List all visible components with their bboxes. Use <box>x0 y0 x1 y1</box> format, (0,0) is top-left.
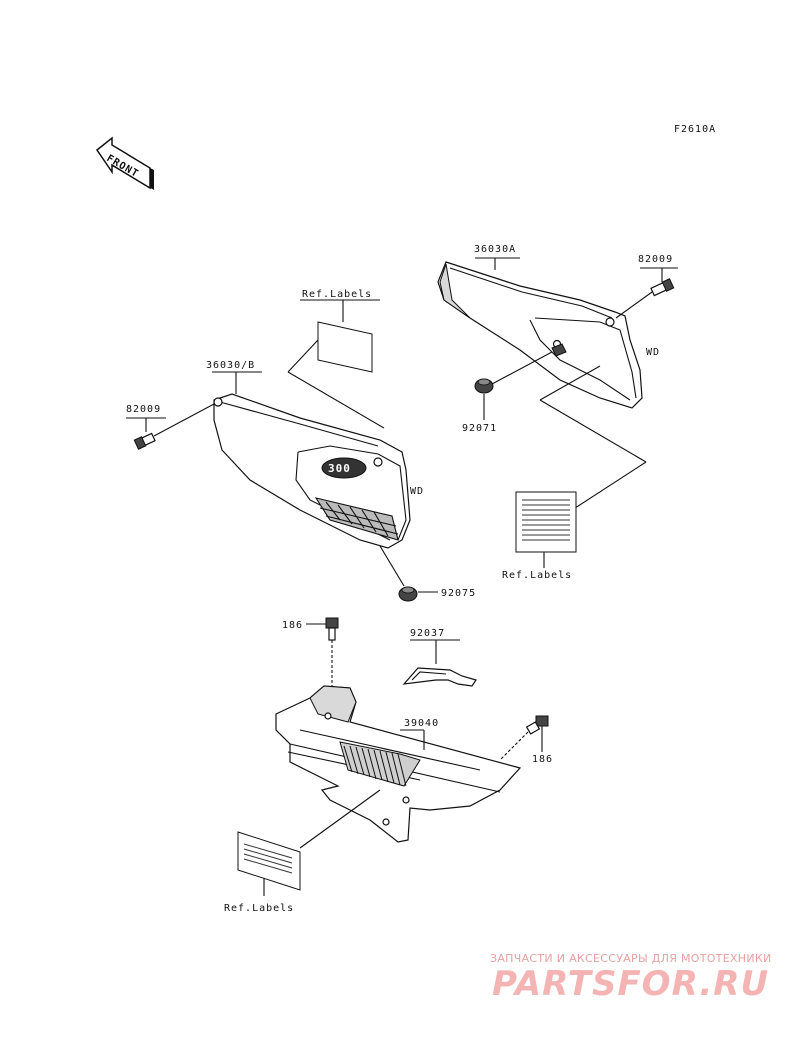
label-wd-left: WD <box>410 486 424 497</box>
label-36030B: 36030/B <box>206 360 255 371</box>
label-ref-labels-top: Ref.Labels <box>302 289 372 300</box>
bolt-186-right <box>525 715 549 735</box>
bolt-186-top <box>325 617 339 641</box>
label-ref-labels-bottom: Ref.Labels <box>224 903 294 914</box>
label-92037: 92037 <box>410 628 445 639</box>
left-side-cover: 300 <box>213 393 411 549</box>
label-39040: 39040 <box>404 718 439 729</box>
label-82009-left: 82009 <box>126 404 161 415</box>
label-82009-right: 82009 <box>638 254 673 265</box>
label-186-right: 186 <box>532 754 553 765</box>
label-36030A: 36030A <box>474 244 516 255</box>
label-92075: 92075 <box>441 588 476 599</box>
bolt-82009-left <box>133 432 156 450</box>
label-ref-labels-mid: Ref.Labels <box>502 570 572 581</box>
grommet-92075 <box>398 586 418 602</box>
label-wd-right: WD <box>646 347 660 358</box>
skid-cover-39040 <box>275 685 522 843</box>
ref-label-right <box>515 491 577 553</box>
watermark-tagline: ЗАПЧАСТИ И АКСЕССУАРЫ ДЛЯ МОТОТЕХНИКИ <box>490 952 772 965</box>
front-arrow-icon: FRONT <box>95 136 154 190</box>
right-side-cover <box>437 261 643 409</box>
grommet-92071 <box>474 378 494 394</box>
ref-label-top <box>317 321 373 373</box>
figure-code: F2610A <box>674 124 716 135</box>
label-92071: 92071 <box>462 423 497 434</box>
emblem-text: 300 <box>328 462 351 475</box>
bolt-82009-right <box>650 278 675 297</box>
label-186-top: 186 <box>282 620 303 631</box>
watermark-logo: PARTSFOR.RU <box>492 964 770 1004</box>
ref-label-bottom <box>237 831 301 891</box>
clip-92037 <box>402 667 477 687</box>
